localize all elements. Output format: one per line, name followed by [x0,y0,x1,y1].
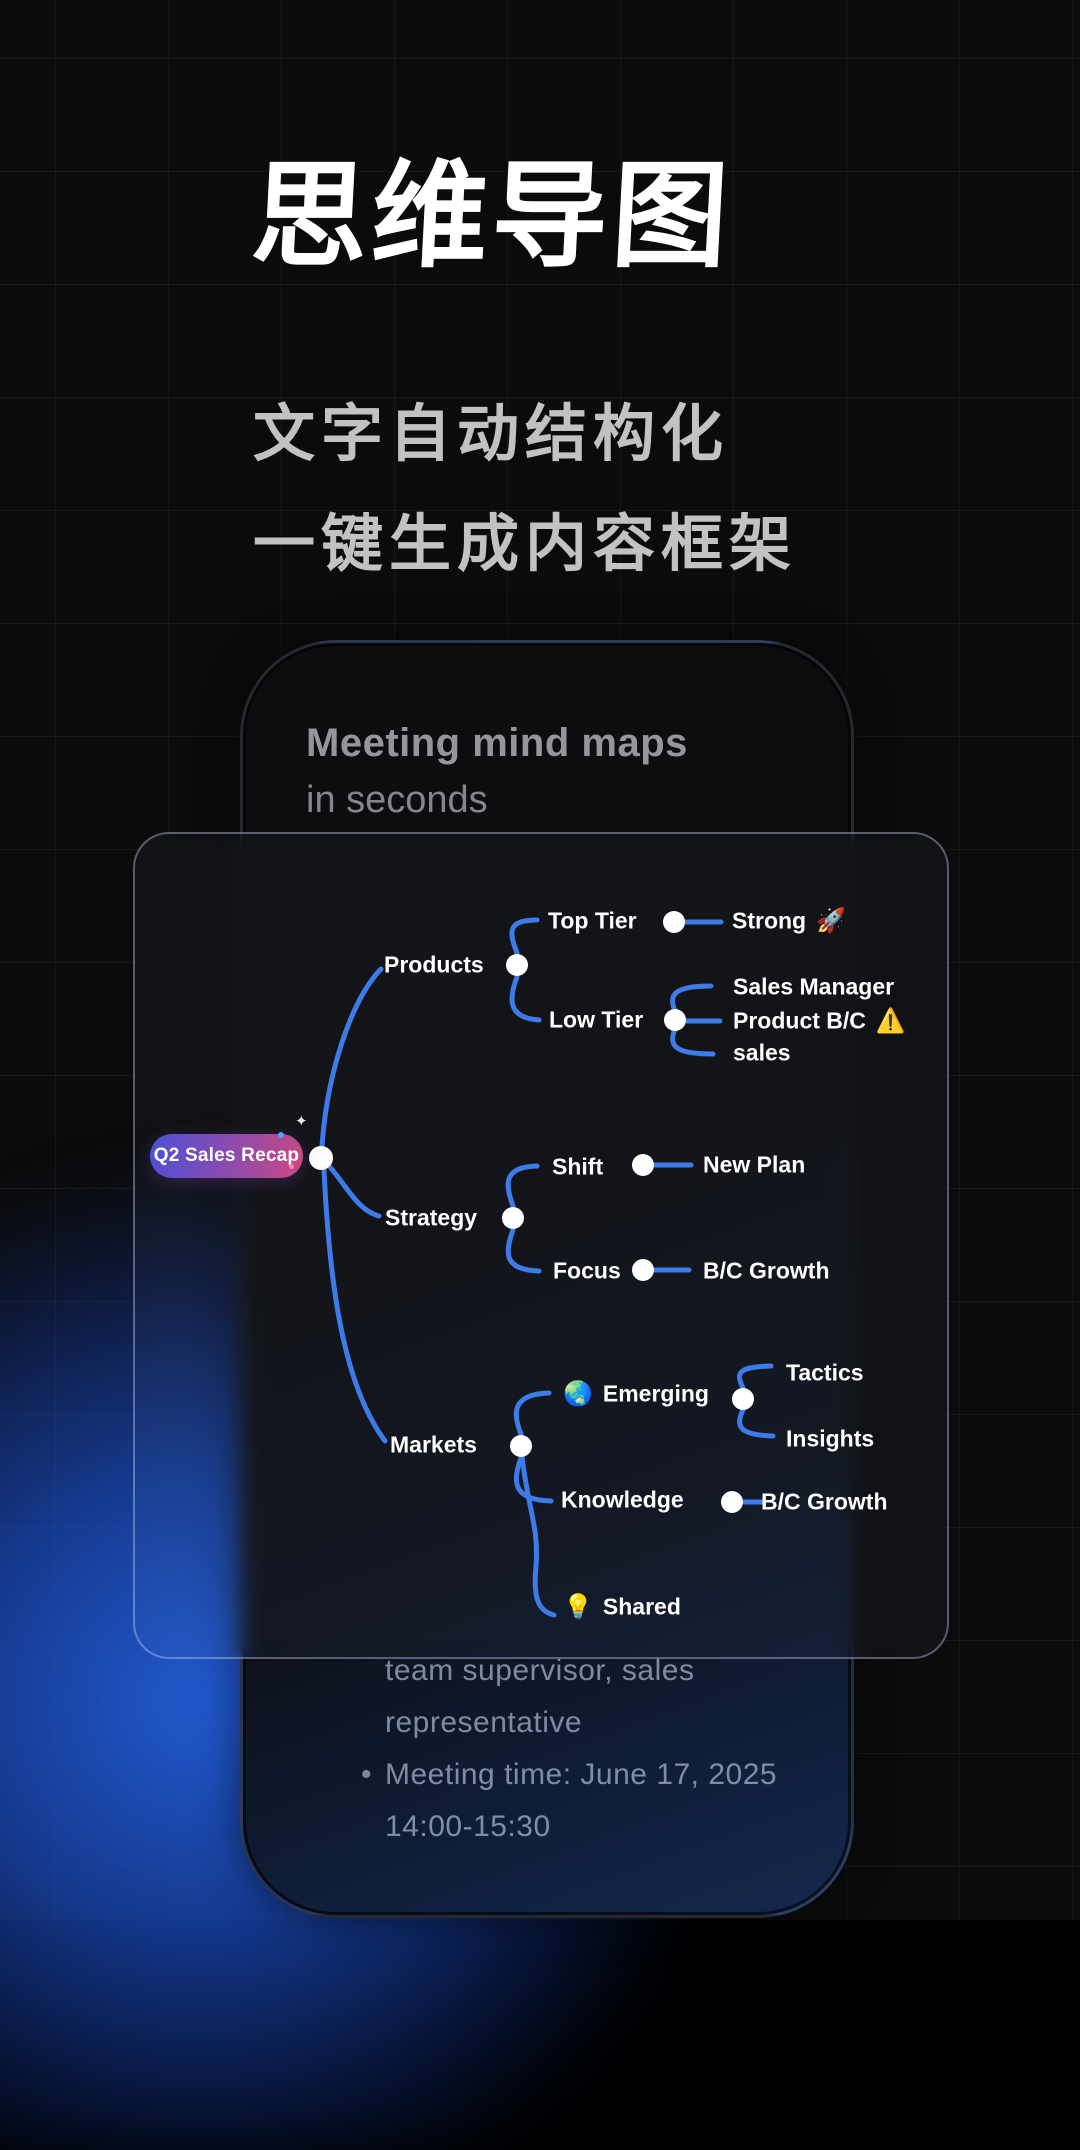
phone-subheading: in seconds [306,779,488,821]
mindmap-node-markets[interactable]: Markets [390,1431,477,1458]
mindmap-link [513,1390,552,1437]
mindmap-link [670,983,714,1014]
mindmap-node-sales-manager[interactable]: Sales Manager [733,973,895,1000]
note-row: representative [243,1697,851,1749]
rocket-icon: 🚀 [816,907,846,935]
mindmap-node-insights[interactable]: Insights [786,1425,875,1452]
mindmap-link [737,1363,774,1391]
sparkle-icon: ✦ [295,1113,308,1130]
node-connector[interactable] [510,1435,532,1457]
node-connector[interactable] [663,911,685,933]
mindmap-node-tactics[interactable]: Tactics [786,1359,864,1386]
note-bullet: • [361,1758,372,1791]
node-connector[interactable] [502,1207,524,1229]
note-row: 14:00-15:30 [243,1801,851,1853]
mindmap-link [321,1167,388,1444]
meeting-notes: team supervisor, sales representative • … [243,1645,851,1853]
node-connector[interactable] [632,1259,654,1281]
sparkle-dot-pink [289,1164,294,1169]
mindmap-link [509,974,542,1023]
mindmap-node-bc-growth-2[interactable]: B/C Growth [761,1488,888,1515]
note-text: Meeting time: June 17, 2025 [385,1758,778,1791]
mindmap-node-sales[interactable]: sales [733,1039,791,1066]
node-connector[interactable] [664,1009,686,1031]
mindmap-node-low-tier[interactable]: Low Tier [549,1006,644,1033]
mindmap-node-shift[interactable]: Shift [552,1153,604,1180]
mindmap-link [326,1163,382,1219]
mindmap-root-node[interactable]: Q2 Sales Recap [150,1134,303,1178]
mindmap-node-strong[interactable]: Strong 🚀 [732,907,846,935]
mindmap-node-product-bc[interactable]: Product B/C ⚠️ [733,1007,906,1035]
mindmap-link [505,1163,540,1209]
mindmap-link [737,1407,776,1439]
mindmap-glass-card: Q2 Sales Recap ✦ Products Top Tier Stron… [133,832,949,1659]
page-title: 思维导图 [248,151,736,281]
mindmap-link [519,1453,557,1618]
mindmap-link [319,966,384,1149]
node-connector[interactable] [309,1146,333,1170]
mindmap-link [509,917,540,956]
node-connector[interactable] [721,1491,743,1513]
mindmap-link [670,1026,716,1057]
globe-icon: 🌏 [563,1380,593,1408]
note-text: team supervisor, sales [385,1654,695,1687]
phone-heading: Meeting mind maps [306,721,688,765]
mindmap-node-focus[interactable]: Focus [553,1257,621,1284]
sparkle-dot-blue [278,1132,284,1138]
hero-subtitle-2: 一键生成内容框架 [253,510,798,579]
mindmap-node-new-plan[interactable]: New Plan [703,1151,806,1178]
hero-subtitle-1: 文字自动结构化 [253,400,730,469]
mindmap-node-knowledge[interactable]: Knowledge [561,1486,684,1513]
node-connector[interactable] [506,954,528,976]
note-text: representative [385,1706,583,1739]
node-connector[interactable] [632,1154,654,1176]
mindmap-node-emerging[interactable]: 🌏 Emerging [563,1380,709,1408]
note-row: • Meeting time: June 17, 2025 [243,1749,851,1801]
mindmap-node-shared[interactable]: 💡 Shared [563,1593,681,1621]
mindmap-canvas [309,911,776,1618]
note-row: team supervisor, sales [243,1645,851,1697]
hero-section: 思维导图 文字自动结构化 一键生成内容框架 [249,120,798,579]
mindmap-node-bc-growth-1[interactable]: B/C Growth [703,1257,830,1284]
mindmap-link [505,1227,542,1274]
bulb-icon: 💡 [563,1593,593,1621]
mindmap-node-products[interactable]: Products [384,951,484,978]
mindmap-node-top-tier[interactable]: Top Tier [548,907,637,934]
mindmap-node-strategy[interactable]: Strategy [385,1204,478,1231]
mindmap-link [513,1455,554,1504]
node-connector[interactable] [732,1388,754,1410]
warning-icon: ⚠️ [875,1007,906,1035]
note-text: 14:00-15:30 [385,1810,551,1843]
